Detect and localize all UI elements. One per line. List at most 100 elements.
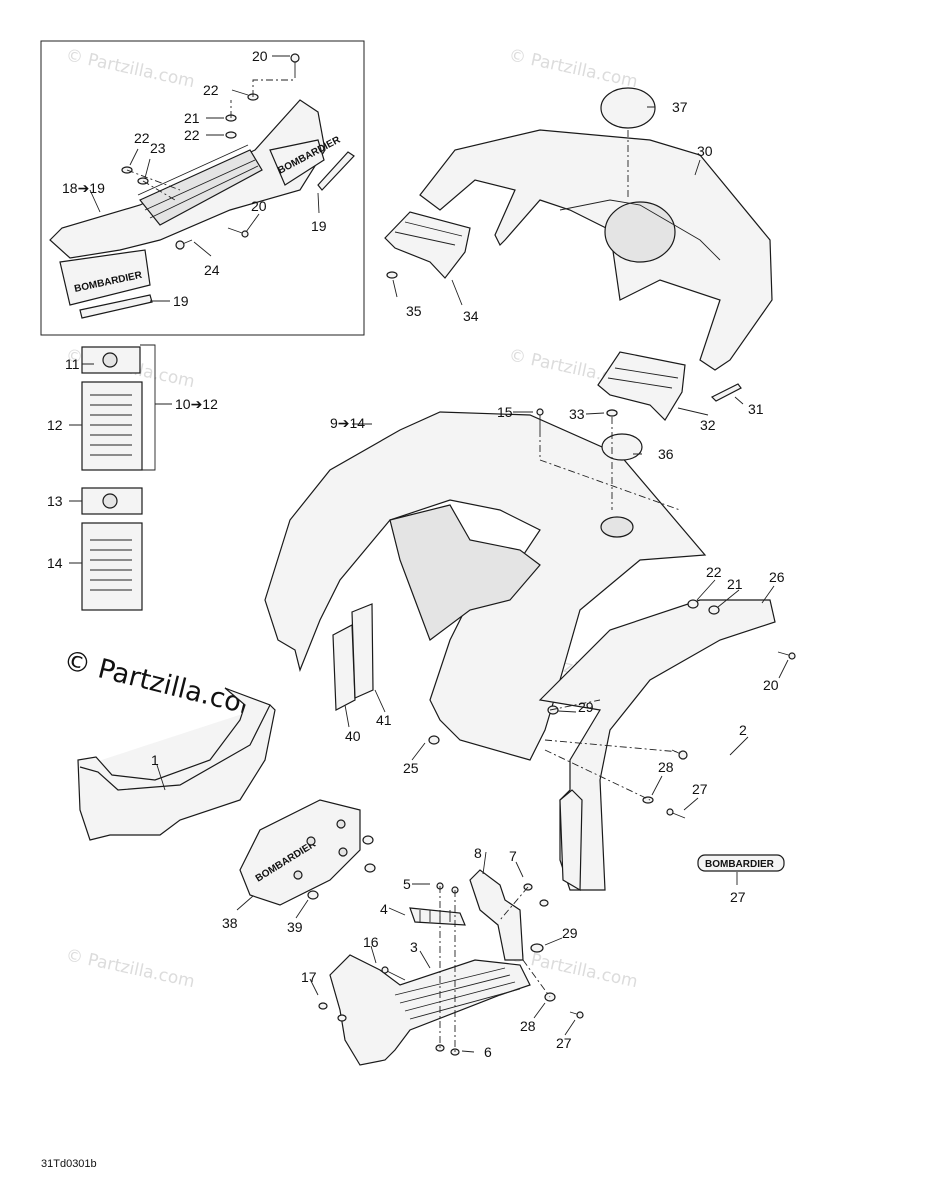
screw-icon (290, 53, 300, 63)
nut-icon (318, 1002, 328, 1010)
wheel-well (389, 504, 541, 641)
cover-cap-37 (600, 87, 656, 129)
callout-41: 41 (376, 712, 392, 728)
nut-icon (337, 1014, 347, 1022)
nut-icon (539, 899, 549, 907)
watermark-text: © Partzilla.com (507, 45, 639, 92)
leader-lines (69, 55, 789, 1053)
nameplate: BOMBARDIER (239, 799, 376, 906)
warning-decals (81, 344, 156, 611)
callout-22: 22 (134, 130, 150, 146)
front-reflector-strip (79, 294, 153, 319)
washer-icon (386, 271, 398, 279)
decal-14 (81, 522, 143, 611)
callout-20: 20 (763, 677, 779, 693)
fender-extension-26 (538, 599, 776, 891)
bombardier-decal-side (269, 139, 325, 186)
rear-fender-main (264, 411, 707, 761)
callout-36: 36 (658, 446, 674, 462)
washer-icon (530, 943, 544, 953)
cap-36 (601, 433, 643, 461)
storage-compartment (604, 201, 676, 263)
callout-33: 33 (569, 406, 585, 422)
callout-29: 29 (578, 699, 594, 715)
callout-27: 27 (730, 889, 746, 905)
bombardier-decal-front (59, 249, 151, 306)
drawing-code: 31Td0301b (41, 1158, 97, 1170)
nut-icon (428, 735, 440, 745)
callout-19: 19 (311, 218, 327, 234)
callout-21: 21 (727, 576, 743, 592)
callout-18-19: 18➔19 (62, 180, 105, 196)
callout-8: 8 (474, 845, 482, 861)
front-grille-assembly: BOMBARDIER BOMBARDIER (49, 53, 355, 319)
storage-bin (77, 687, 276, 841)
callout-15: 15 (497, 404, 513, 420)
fender-hole (600, 516, 634, 538)
screw-icon (241, 230, 249, 238)
callout-17: 17 (301, 969, 317, 985)
bolt-icon (338, 847, 348, 857)
callout-28: 28 (520, 1018, 536, 1034)
washer-icon (606, 409, 618, 417)
callout-27: 27 (556, 1035, 572, 1051)
callout-1: 1 (151, 752, 159, 768)
watermark-text: © Partzilla.com (64, 45, 196, 92)
callout-25: 25 (403, 760, 419, 776)
warning-symbol-icon (102, 352, 118, 368)
screw-icon (666, 808, 674, 816)
callout-14: 14 (47, 555, 63, 571)
front-grille-body (49, 99, 326, 259)
fender-extension: BOMBARDIER (538, 599, 796, 892)
watermark-text: © Partzilla.com (64, 945, 196, 992)
callout-26: 26 (769, 569, 785, 585)
callout-4: 4 (380, 901, 388, 917)
callout-27: 27 (692, 781, 708, 797)
nut-icon (225, 131, 237, 139)
callout-22: 22 (706, 564, 722, 580)
callout-38: 38 (222, 915, 238, 931)
bolt-icon (336, 819, 346, 829)
screw-icon (175, 240, 185, 250)
callout-3: 3 (410, 939, 418, 955)
rivet-icon (678, 750, 688, 760)
footrest-assembly (318, 869, 584, 1066)
callout-40: 40 (345, 728, 361, 744)
bracket-34 (384, 211, 471, 279)
callout-labels: 20 22 21 22 22 23 18➔19 20 19 24 19 11 1… (47, 48, 785, 1060)
nut-icon (307, 890, 319, 900)
callout-39: 39 (287, 919, 303, 935)
bombardier-badge-text: BOMBARDIER (705, 859, 775, 870)
screw-icon (536, 408, 544, 416)
mudflap-41 (351, 603, 374, 699)
callout-5: 5 (403, 876, 411, 892)
bolt-icon (381, 966, 389, 974)
callout-22: 22 (184, 127, 200, 143)
callout-20: 20 (251, 198, 267, 214)
callout-20: 20 (252, 48, 268, 64)
warning-symbol-icon (102, 493, 118, 509)
main-rear-fender (264, 408, 707, 761)
callout-30: 30 (697, 143, 713, 159)
callout-11: 11 (65, 356, 80, 372)
mudflap-40 (332, 624, 356, 711)
callout-22: 22 (203, 82, 219, 98)
step-plate-4 (409, 907, 466, 926)
nameplate-38 (239, 799, 361, 906)
callout-37: 37 (672, 99, 688, 115)
callout-7: 7 (509, 848, 517, 864)
bolt-icon (306, 836, 316, 846)
callout-12: 12 (47, 417, 63, 433)
rear-fender-30 (419, 129, 773, 371)
washer-icon (642, 796, 654, 804)
rear-body-panel (384, 87, 773, 421)
callout-2: 2 (739, 722, 747, 738)
callout-16: 16 (363, 934, 379, 950)
nut-icon (547, 705, 559, 715)
nut-icon (364, 863, 376, 873)
callout-28: 28 (658, 759, 674, 775)
callout-6: 6 (484, 1044, 492, 1060)
front-grille-inset-frame (40, 40, 365, 336)
callout-34: 34 (463, 308, 479, 324)
